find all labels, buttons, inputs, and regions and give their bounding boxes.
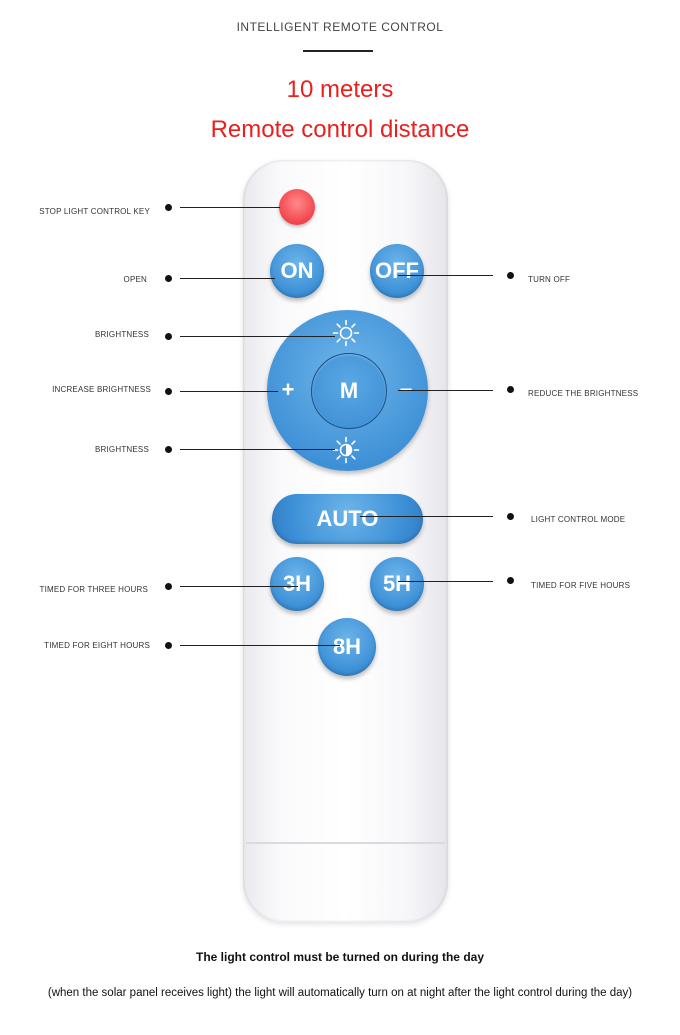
label-brightness-bottom: BRIGHTNESS <box>94 445 149 454</box>
callout-line <box>180 336 335 337</box>
callout-dot <box>507 272 514 279</box>
mode-m-button[interactable]: M <box>311 353 387 429</box>
callout-dot <box>165 333 172 340</box>
label-reduce-brightness: REDUCE THE BRIGHTNESS <box>528 389 639 398</box>
auto-button[interactable]: AUTO <box>272 494 423 544</box>
callout-line <box>180 207 280 208</box>
callout-line <box>360 516 493 517</box>
distance-value: 10 meters <box>286 76 394 103</box>
label-brightness-top: BRIGHTNESS <box>94 330 149 339</box>
timer-8h-button[interactable]: 8H <box>318 618 376 676</box>
header-divider <box>303 50 373 52</box>
callout-dot <box>507 577 514 584</box>
label-increase-brightness: INCREASE BRIGHTNESS <box>52 385 151 394</box>
label-three-hours: TIMED FOR THREE HOURS <box>39 585 148 594</box>
callout-dot <box>165 388 172 395</box>
callout-dot <box>165 446 172 453</box>
timer-3h-button[interactable]: 3H <box>270 557 324 611</box>
footer-note-detail: (when the solar panel receives light) th… <box>47 987 633 999</box>
callout-line <box>180 449 335 450</box>
footer-note-title: The light control must be turned on duri… <box>196 950 484 964</box>
off-button[interactable]: OFF <box>370 244 424 298</box>
callout-line <box>398 581 493 582</box>
label-light-control-mode: LIGHT CONTROL MODE <box>531 515 626 524</box>
callout-dot <box>165 583 172 590</box>
stop-light-control-button[interactable] <box>279 189 315 225</box>
callout-dot <box>507 386 514 393</box>
brightness-down-sun-icon[interactable] <box>331 435 361 465</box>
callout-dot <box>165 204 172 211</box>
timer-5h-button[interactable]: 5H <box>370 557 424 611</box>
label-open: OPEN <box>123 275 147 284</box>
callout-line <box>180 586 298 587</box>
remote-seam <box>246 842 445 844</box>
reduce-brightness-button[interactable]: − <box>399 377 413 402</box>
callout-line <box>398 275 493 276</box>
label-eight-hours: TIMED FOR EIGHT HOURS <box>44 641 150 650</box>
distance-caption: Remote control distance <box>210 116 470 143</box>
on-button[interactable]: ON <box>270 244 324 298</box>
callout-line <box>398 390 493 391</box>
callout-line <box>180 278 275 279</box>
page-header: INTELLIGENT REMOTE CONTROL <box>236 20 444 34</box>
brightness-up-sun-icon[interactable] <box>331 318 361 348</box>
callout-line <box>180 391 278 392</box>
callout-dot <box>507 513 514 520</box>
label-five-hours: TIMED FOR FIVE HOURS <box>531 581 631 590</box>
callout-line <box>180 645 340 646</box>
callout-dot <box>165 642 172 649</box>
callout-dot <box>165 275 172 282</box>
label-stop-light-control: STOP LIGHT CONTROL KEY <box>39 207 150 216</box>
label-turn-off: TURN OFF <box>528 275 571 284</box>
increase-brightness-button[interactable]: + <box>281 377 295 402</box>
